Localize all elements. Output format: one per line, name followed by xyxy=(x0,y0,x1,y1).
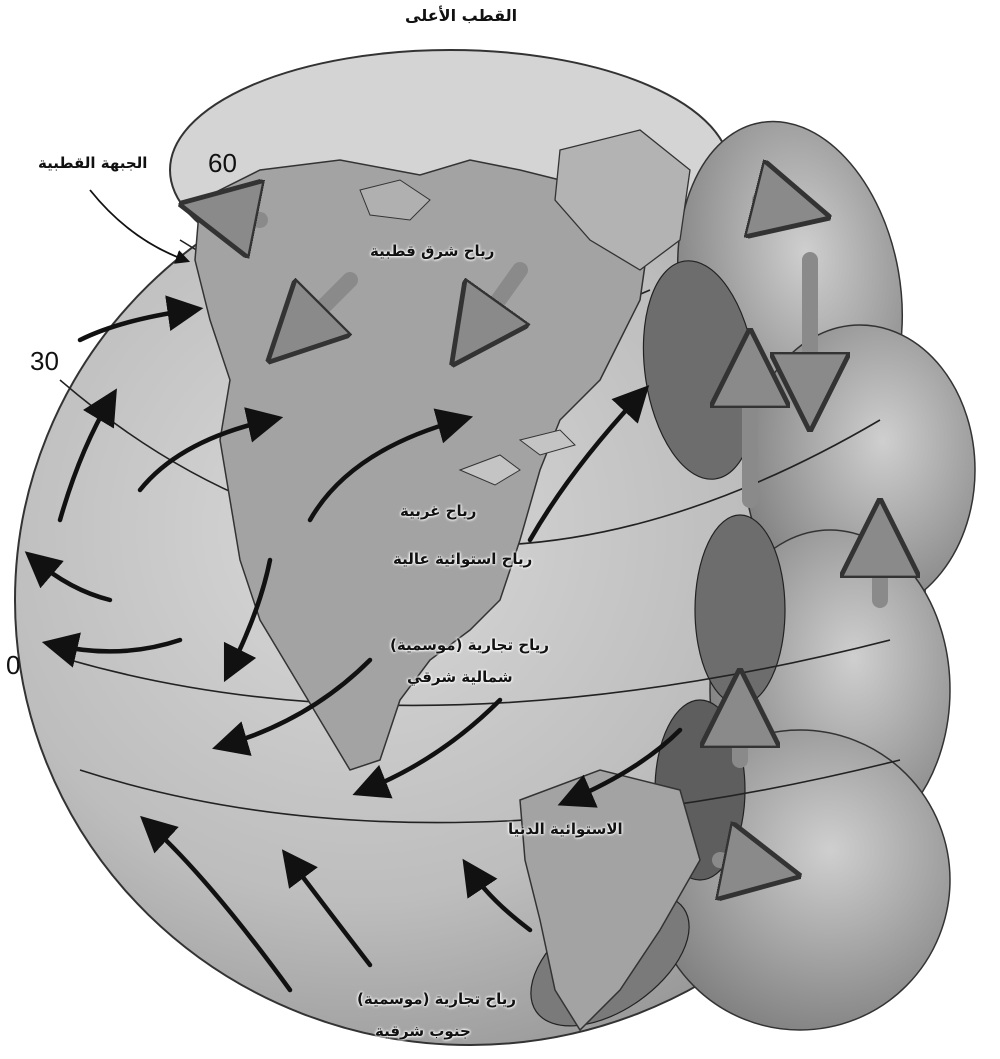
polar-front-pointer xyxy=(90,190,185,260)
ne-trades-label-line2: شمالية شرقي xyxy=(407,668,513,686)
polar-front-label: الجبهة القطبية xyxy=(38,154,147,172)
se-trades-label-line2: جنوب شرقية xyxy=(375,1022,471,1040)
latitude-label-0: 0 xyxy=(6,650,20,681)
latitude-label-30: 30 xyxy=(30,346,59,377)
latitude-label-60: 60 xyxy=(208,148,237,179)
westerlies-label: رياح غربية xyxy=(400,502,476,520)
high-subtropics-label: رياح استوائية عالية xyxy=(393,550,532,568)
se-trades-label-line1: رياح تجارية (موسمية) xyxy=(357,990,516,1008)
polar-easterlies-label: رياح شرق قطبية xyxy=(370,242,494,260)
low-equatorial-label: الاستوائية الدنيا xyxy=(508,820,623,838)
page-title: القطب الأعلى xyxy=(405,6,517,25)
ne-trades-label-line1: رياح تجارية (موسمية) xyxy=(390,636,549,654)
